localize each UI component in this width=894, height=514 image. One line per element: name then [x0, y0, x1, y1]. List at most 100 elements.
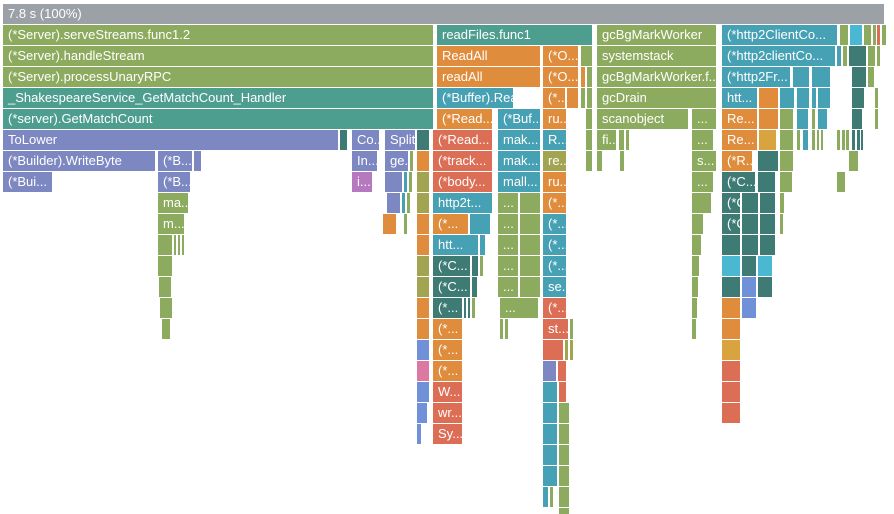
frame-cell[interactable] [857, 130, 860, 150]
frame-c[interactable]: (*C... [722, 214, 740, 234]
frame-cell[interactable] [760, 214, 775, 234]
frame-cell[interactable] [597, 151, 602, 171]
frame-cell[interactable] [692, 298, 697, 318]
frame-cell[interactable] [160, 298, 172, 318]
frame-cell[interactable]: ... [692, 109, 716, 129]
frame-wr[interactable]: wr... [433, 403, 462, 423]
frame-cell[interactable] [882, 25, 886, 45]
frame-builder-writebyte[interactable]: (*Builder).WriteByte [3, 151, 155, 171]
frame-cell[interactable] [850, 25, 862, 45]
frame-cell[interactable] [849, 46, 866, 66]
frame-re[interactable]: Re... [722, 130, 757, 150]
frame-cell[interactable] [581, 46, 592, 66]
frame-cell[interactable] [402, 193, 405, 213]
frame-cell[interactable] [780, 88, 794, 108]
frame-cell[interactable] [758, 277, 772, 297]
frame-cell[interactable] [812, 88, 816, 108]
frame-cell[interactable]: ... [498, 277, 518, 297]
frame-cell[interactable]: (*... [543, 214, 566, 234]
frame-cell[interactable] [417, 256, 429, 276]
frame-cell[interactable] [586, 130, 592, 150]
frame-cell[interactable] [758, 172, 775, 192]
frame-cell[interactable] [417, 193, 429, 213]
frame-cell[interactable] [722, 382, 740, 402]
frame-mall[interactable]: mall... [498, 172, 540, 192]
frame-cell[interactable] [587, 67, 592, 87]
frame-cell[interactable] [410, 151, 413, 171]
frame-sy[interactable]: Sy... [433, 424, 462, 444]
frame-re[interactable]: re... [543, 151, 566, 171]
frame-cell[interactable] [742, 214, 758, 234]
frame-cell[interactable] [619, 130, 624, 150]
frame-cell[interactable] [550, 487, 553, 507]
frame-cell[interactable] [472, 256, 478, 276]
frame-s[interactable]: s... [692, 151, 716, 171]
frame-cell[interactable]: (*... [433, 319, 462, 339]
frame-cell[interactable] [837, 46, 841, 66]
frame-cell[interactable] [722, 256, 740, 276]
frame-cell[interactable] [587, 88, 592, 108]
frame-cell[interactable] [868, 67, 874, 87]
frame-fi[interactable]: fi... [597, 130, 616, 150]
frame-o[interactable]: (*O... [543, 46, 578, 66]
frame-cell[interactable] [520, 277, 540, 297]
frame-cell[interactable] [417, 298, 429, 318]
frame-cell[interactable] [797, 109, 808, 129]
frame-cell[interactable] [620, 151, 624, 171]
frame-cell[interactable] [877, 25, 880, 45]
frame-cell[interactable] [520, 214, 540, 234]
frame-scanobject[interactable]: scanobject [597, 109, 688, 129]
frame-gcbgmarkworker-f[interactable]: gcBgMarkWorker.f... [597, 67, 716, 87]
frame-cell[interactable] [818, 109, 827, 129]
frame-mak[interactable]: mak... [498, 130, 540, 150]
frame-cell[interactable] [797, 130, 800, 150]
frame-cell[interactable] [852, 67, 866, 87]
frame-cell[interactable] [417, 319, 429, 339]
frame-split[interactable]: Split [385, 130, 415, 150]
frame-readall[interactable]: readAll [437, 67, 540, 87]
frame-mak[interactable]: mak... [498, 151, 540, 171]
frame-read[interactable]: (*Read... [433, 130, 492, 150]
frame-cell[interactable] [543, 340, 563, 360]
frame-cell[interactable]: (*... [543, 256, 566, 276]
frame-cell[interactable] [581, 67, 585, 87]
frame-cell[interactable] [759, 88, 778, 108]
frame-gcbgmarkworker[interactable]: gcBgMarkWorker [597, 25, 716, 45]
frame-o[interactable]: (*O... [543, 67, 578, 87]
frame-cell[interactable] [817, 130, 819, 150]
frame-cell[interactable] [692, 277, 698, 297]
frame-server-processunaryrpc[interactable]: (*Server).processUnaryRPC [3, 67, 433, 87]
frame-cell[interactable] [417, 382, 429, 402]
frame-cell[interactable] [722, 235, 740, 255]
frame-c[interactable]: (*C... [433, 277, 470, 297]
frame-cell[interactable] [158, 235, 172, 255]
frame-cell[interactable]: (*... [433, 214, 468, 234]
frame-cell[interactable] [559, 382, 566, 402]
frame-cell[interactable] [692, 319, 696, 339]
frame-cell[interactable] [464, 298, 466, 318]
frame-systemstack[interactable]: systemstack [597, 46, 716, 66]
frame-cell[interactable] [559, 403, 569, 423]
frame-http2fr[interactable]: (*http2Fr... [722, 67, 790, 87]
frame-cell[interactable] [843, 46, 847, 66]
frame-bui[interactable]: (*Bui... [3, 172, 52, 192]
frame-htt[interactable]: htt... [433, 235, 478, 255]
frame-cell[interactable] [722, 298, 740, 318]
frame-cell[interactable] [559, 466, 569, 486]
frame-cell[interactable] [480, 235, 485, 255]
frame-cell[interactable] [852, 130, 855, 150]
frame-cell[interactable] [875, 109, 878, 129]
frame-cell[interactable] [812, 109, 815, 129]
frame-cell[interactable]: ... [498, 193, 518, 213]
frame-se[interactable]: se... [543, 277, 566, 297]
frame-cell[interactable] [558, 361, 566, 381]
frame-cell[interactable] [760, 235, 775, 255]
frame-cell[interactable]: ... [692, 130, 713, 150]
frame-cell[interactable] [875, 88, 878, 108]
frame-cell[interactable] [480, 256, 483, 276]
frame-cell[interactable] [404, 172, 407, 192]
frame-readfiles-func1[interactable]: readFiles.func1 [437, 25, 592, 45]
frame-in[interactable]: In... [352, 151, 377, 171]
frame-cell[interactable] [520, 235, 540, 255]
frame-cell[interactable] [505, 319, 508, 339]
